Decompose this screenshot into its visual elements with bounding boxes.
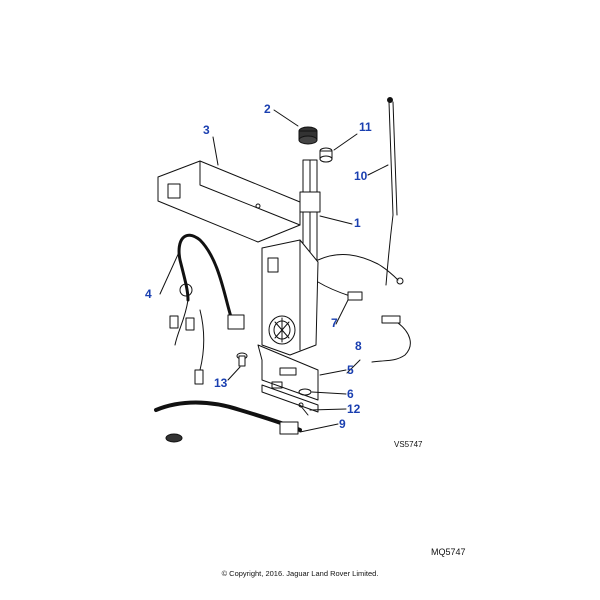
telescopic-rod-part-10 — [385, 97, 398, 286]
callout-9: 9 — [339, 417, 346, 431]
cover-panel-part-3 — [157, 160, 301, 243]
copyright-notice: © Copyright, 2016. Jaguar Land Rover Lim… — [221, 569, 379, 578]
mounting-bracket-part-5 — [257, 344, 319, 413]
washer-part-6 — [298, 388, 312, 396]
callout-2: 2 — [264, 102, 271, 116]
callout-12: 12 — [347, 402, 361, 416]
callout-8: 8 — [355, 339, 362, 353]
motor-housing — [261, 239, 319, 356]
drawing-ref: VS5747 — [394, 440, 423, 449]
callout-4: 4 — [145, 287, 152, 301]
sheet-ref: MQ5747 — [431, 547, 466, 557]
callout-13: 13 — [214, 376, 228, 390]
callout-7: 7 — [331, 316, 338, 330]
callout-10: 10 — [354, 169, 368, 183]
callout-1: 1 — [354, 216, 361, 230]
screw-part-12 — [298, 402, 309, 416]
coax-lead-part-7 — [317, 281, 363, 301]
grommet-part-11 — [319, 147, 333, 163]
top-nut-part-2 — [298, 126, 318, 145]
drain-tube-part-9 — [154, 400, 302, 443]
wiring-harness-part-4 — [169, 233, 245, 385]
callout-11: 11 — [359, 120, 372, 134]
callout-3: 3 — [203, 123, 210, 137]
callout-6: 6 — [347, 387, 354, 401]
extension-lead-part-8 — [371, 315, 411, 363]
callout-5: 5 — [347, 363, 354, 377]
leader-lines — [159, 109, 389, 433]
bolt-part-13 — [236, 352, 248, 367]
earth-lead — [317, 254, 404, 285]
